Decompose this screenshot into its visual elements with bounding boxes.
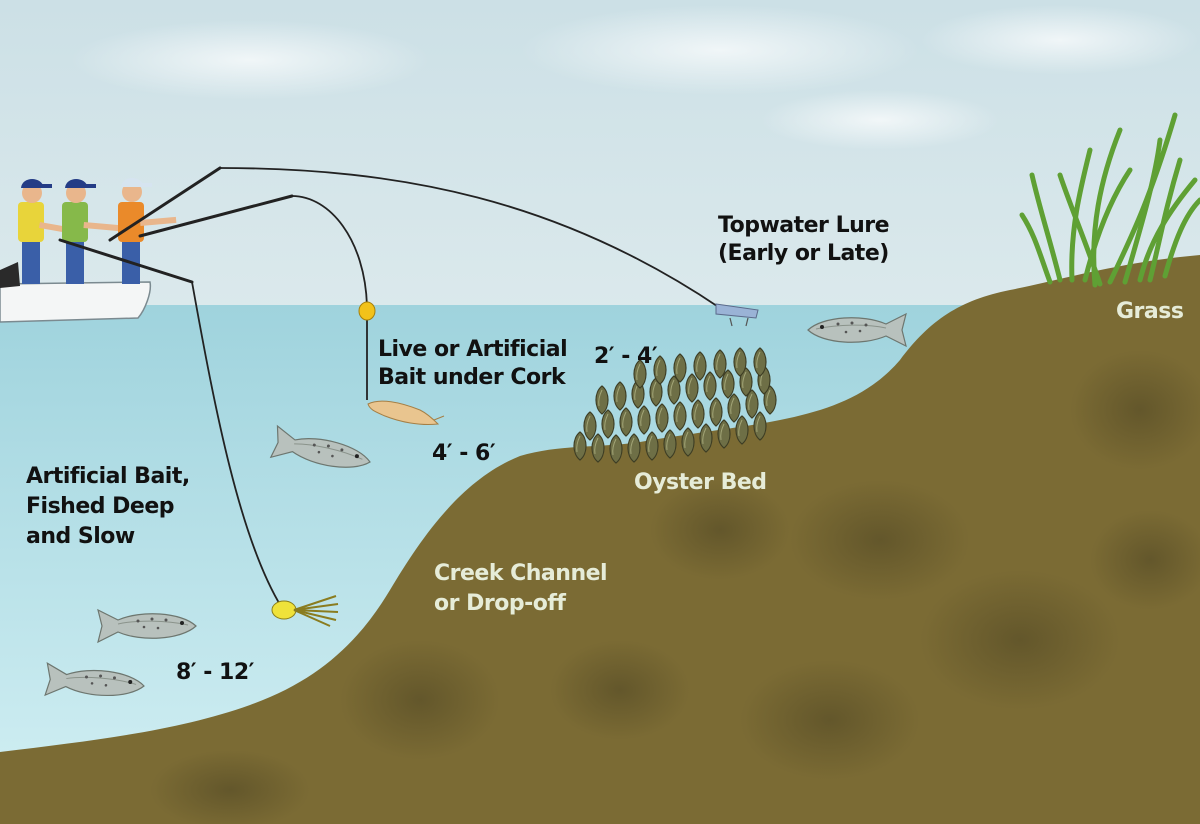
boat-motor — [0, 262, 20, 288]
label-topwater-line2: (Early or Late) — [718, 241, 889, 266]
cork-bobber — [358, 301, 376, 321]
label-cork-line1: Live or Artificial — [378, 337, 568, 362]
bottom-texture — [920, 570, 1120, 710]
label-deep-line3: and Slow — [26, 524, 135, 549]
fishing-lines — [191, 167, 721, 609]
label-depth-shallow: 2′ - 4′ — [594, 344, 658, 369]
label-depth-mid: 4′ - 6′ — [432, 441, 496, 466]
cloud — [70, 20, 430, 100]
angler — [18, 179, 80, 284]
label-deep-line2: Fished Deep — [26, 494, 175, 519]
label-deep-line1: Artificial Bait, — [26, 464, 190, 489]
fishing-rods — [58, 166, 294, 284]
bottom-texture — [740, 660, 920, 780]
boat — [0, 281, 152, 323]
bottom-texture — [1070, 350, 1200, 470]
label-cork-line2: Bait under Cork — [378, 365, 566, 390]
bottom-texture — [340, 640, 500, 760]
label-grass: Grass — [1116, 299, 1184, 324]
cloud — [760, 90, 1000, 150]
bottom-texture — [790, 480, 970, 600]
bottom-texture — [550, 640, 690, 740]
live-bait — [367, 400, 445, 425]
label-topwater-line1: Topwater Lure — [718, 213, 890, 238]
label-creek-line2: or Drop-off — [434, 591, 566, 616]
cloud — [520, 5, 920, 95]
angler — [62, 179, 124, 284]
topwater-lure — [715, 303, 759, 327]
label-creek-line1: Creek Channel — [434, 561, 608, 586]
label-depth-deep: 8′ - 12′ — [176, 660, 254, 685]
cloud — [920, 5, 1200, 75]
label-oyster-bed: Oyster Bed — [634, 470, 767, 495]
jig-lure — [271, 595, 339, 627]
bottom-terrain — [0, 255, 1200, 824]
bottom-texture — [1090, 510, 1200, 610]
bottom-texture — [150, 750, 310, 824]
bottom-texture — [650, 480, 790, 580]
grass — [1019, 112, 1200, 288]
